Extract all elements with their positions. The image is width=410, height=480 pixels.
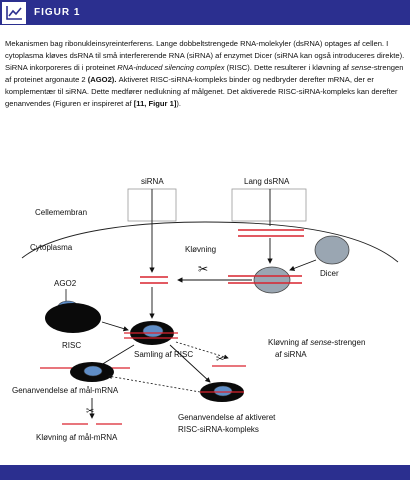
genanvendelse-aktiveret-line2: RISC-siRNA-kompleks xyxy=(178,425,259,434)
recycle-dashed-arrow xyxy=(107,374,201,393)
svg-text:✂: ✂ xyxy=(198,262,208,276)
klovning-label: Kløvning xyxy=(185,245,216,254)
risc-arrow xyxy=(101,321,129,332)
dicer-blob-top xyxy=(314,235,350,265)
figure-title: FIGUR 1 xyxy=(34,7,81,18)
klovning-mrna-label: Kløvning af mål-mRNA xyxy=(36,433,118,442)
sense-cleavage-arrow xyxy=(175,341,229,360)
svg-text:✂: ✂ xyxy=(216,354,224,365)
scissors-icon: ✂ xyxy=(198,262,208,276)
figure-footer-bar xyxy=(0,465,410,480)
risc-blob xyxy=(45,303,101,333)
figure-header: FIGUR 1 xyxy=(0,0,410,25)
risc-assembly-ago2 xyxy=(142,324,164,338)
chart-line-icon xyxy=(2,1,26,24)
figure-caption: Mekanismen bag ribonukleinsyreinterferen… xyxy=(5,39,405,109)
genanvendelse-mrna-label: Genanvendelse af mål-mRNA xyxy=(12,386,119,395)
samling-label: Samling af RISC xyxy=(134,350,193,359)
dicer-label: Dicer xyxy=(320,269,339,278)
risc-mrna-ago2 xyxy=(83,365,103,377)
svg-text:✂: ✂ xyxy=(86,406,94,417)
risc-to-recycle-arrow xyxy=(169,344,211,383)
risc-label: RISC xyxy=(62,341,81,350)
rnai-diagram: siRNA Lang dsRNA Cellemembran Cytoplasma… xyxy=(12,177,399,442)
sirna-label: siRNA xyxy=(141,177,164,186)
klovning-sense-label-line2: af siRNA xyxy=(275,350,307,359)
cellemembran-label: Cellemembran xyxy=(35,208,87,217)
scissors-icon: ✂ xyxy=(216,354,224,365)
cytoplasma-label: Cytoplasma xyxy=(30,243,73,252)
genanvendelse-aktiveret-line1: Genanvendelse af aktiveret xyxy=(178,413,276,422)
klovning-sense-label-line1: Kløvning af sense-strengen xyxy=(268,338,365,347)
scissors-icon: ✂ xyxy=(86,406,94,417)
cell-membrane-line xyxy=(21,221,399,263)
dicer-blob-bound xyxy=(253,266,291,294)
lang-dsrna-box xyxy=(231,188,307,222)
ago2-label: AGO2 xyxy=(54,279,77,288)
recycled-risc-ago2 xyxy=(213,385,233,397)
lang-dsrna-label: Lang dsRNA xyxy=(244,177,290,186)
dicer-arrow xyxy=(289,259,317,271)
